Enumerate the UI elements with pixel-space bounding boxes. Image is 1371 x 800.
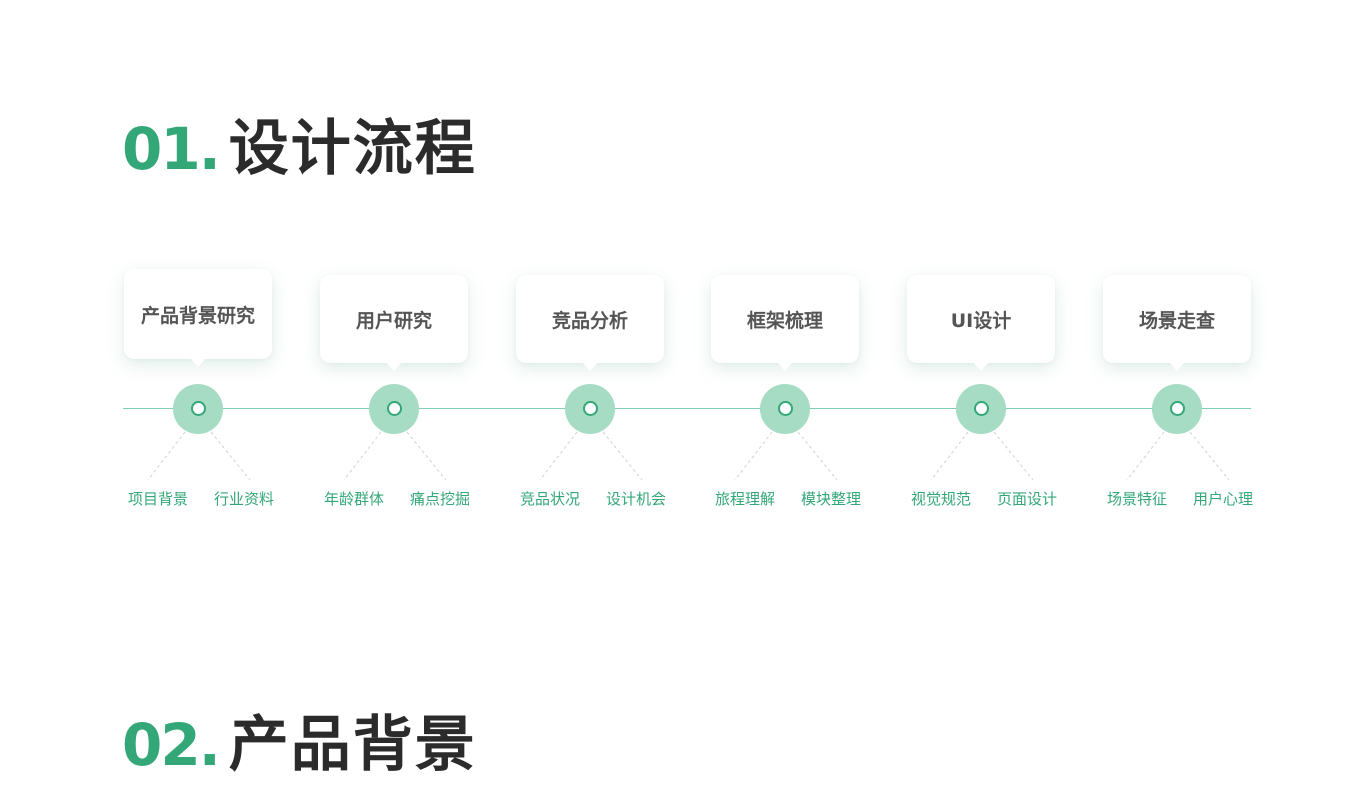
sub-item: 行业资料 — [214, 490, 275, 508]
step-card: 框架梳理 — [711, 275, 859, 371]
connector-lines — [930, 431, 1034, 481]
sub-item: 项目背景 — [127, 490, 188, 508]
section-title: 设计流程 — [228, 114, 477, 184]
sub-item: 模块整理 — [801, 490, 862, 508]
step-node-icon — [173, 384, 223, 434]
section-heading-design-process: 01. 设计流程 — [122, 100, 477, 187]
section-title: 产品背景 — [228, 710, 477, 780]
node-dot — [191, 401, 206, 416]
step-card: 用户研究 — [320, 275, 468, 371]
node-dot — [974, 401, 989, 416]
step-label: 产品背景研究 — [140, 304, 255, 327]
step-label: 场景走查 — [1138, 309, 1215, 332]
sub-item: 用户心理 — [1193, 490, 1254, 508]
step-card: UI设计 — [907, 275, 1055, 371]
section-number: 02. — [122, 711, 221, 779]
connector-lines — [734, 431, 838, 481]
section-heading-product-background: 02. 产品背景 — [122, 696, 477, 783]
sub-item: 痛点挖掘 — [410, 490, 471, 508]
section-number: 01. — [122, 115, 221, 183]
step-card: 产品背景研究 — [124, 269, 272, 367]
sub-item: 旅程理解 — [714, 490, 775, 508]
sub-item: 年龄群体 — [323, 490, 384, 508]
step-node-icon — [956, 384, 1006, 434]
node-dot — [583, 401, 598, 416]
step-label: 用户研究 — [355, 309, 432, 332]
sub-item: 场景特征 — [1106, 490, 1167, 508]
sub-item: 设计机会 — [606, 490, 667, 508]
connector-lines — [539, 431, 643, 481]
step-label: 竞品分析 — [551, 309, 628, 332]
node-dot — [1170, 401, 1185, 416]
node-dot — [778, 401, 793, 416]
sub-item: 视觉规范 — [910, 490, 971, 508]
step-node-icon — [1152, 384, 1202, 434]
connector-lines — [343, 431, 447, 481]
step-node-icon — [369, 384, 419, 434]
connector-lines — [147, 431, 251, 481]
step-node-icon — [760, 384, 810, 434]
step-card: 竞品分析 — [516, 275, 664, 371]
step-label: UI设计 — [950, 309, 1012, 332]
timeline-axis-line — [123, 408, 1251, 409]
step-node-icon — [565, 384, 615, 434]
connector-lines — [1126, 431, 1230, 481]
step-card: 场景走查 — [1103, 275, 1251, 371]
step-label: 框架梳理 — [746, 309, 823, 332]
node-dot — [387, 401, 402, 416]
sub-item: 竞品状况 — [519, 490, 580, 508]
sub-item: 页面设计 — [997, 490, 1058, 508]
